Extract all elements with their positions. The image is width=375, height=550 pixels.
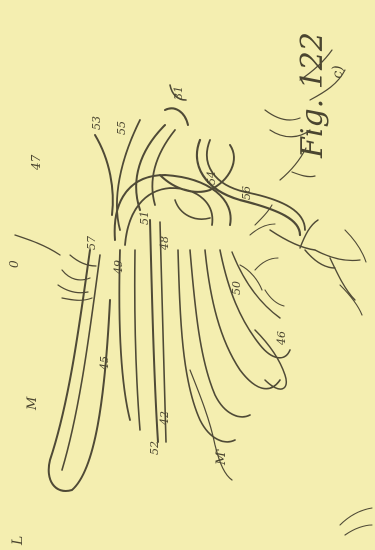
- label-l: L: [10, 536, 26, 546]
- branch-1: [119, 250, 130, 420]
- label-53: 53: [90, 116, 103, 130]
- vessel-0: [15, 235, 60, 255]
- fan-left: [58, 255, 96, 300]
- arc-inner-57: [152, 130, 175, 205]
- label-47: 47: [29, 154, 43, 171]
- label-48: 48: [158, 236, 171, 251]
- figure-title: Fig. 122: [295, 32, 330, 159]
- label-m: M: [25, 396, 40, 411]
- label-57: 57: [85, 236, 98, 250]
- arc-57: [136, 125, 165, 210]
- s-curve-upper-2: [207, 140, 305, 230]
- label-31: 31: [172, 86, 185, 100]
- right-branch-1: [270, 220, 335, 268]
- label-56: 56: [240, 186, 253, 200]
- label-49: 49: [112, 260, 125, 275]
- label-m-prime: M': [214, 448, 229, 466]
- stem-52: [150, 220, 158, 442]
- label-54: 54: [205, 171, 218, 185]
- label-50: 50: [230, 281, 243, 295]
- label-52: 52: [148, 441, 161, 455]
- right-branch-2: [315, 250, 360, 300]
- stem-52-inner: [160, 222, 166, 442]
- branch-2: [135, 250, 140, 430]
- label-42: 42: [158, 411, 171, 426]
- vessel-31: [165, 108, 188, 125]
- vessel-53: [95, 135, 113, 215]
- label-51: 51: [138, 211, 151, 225]
- label-46: 46: [275, 331, 288, 346]
- label-55: 55: [115, 121, 128, 135]
- right-branch-6: [340, 230, 366, 315]
- label-45: 45: [98, 356, 111, 371]
- label-0: 0: [7, 260, 21, 268]
- fragment-bottom: [340, 508, 372, 535]
- loop-56: [175, 200, 210, 219]
